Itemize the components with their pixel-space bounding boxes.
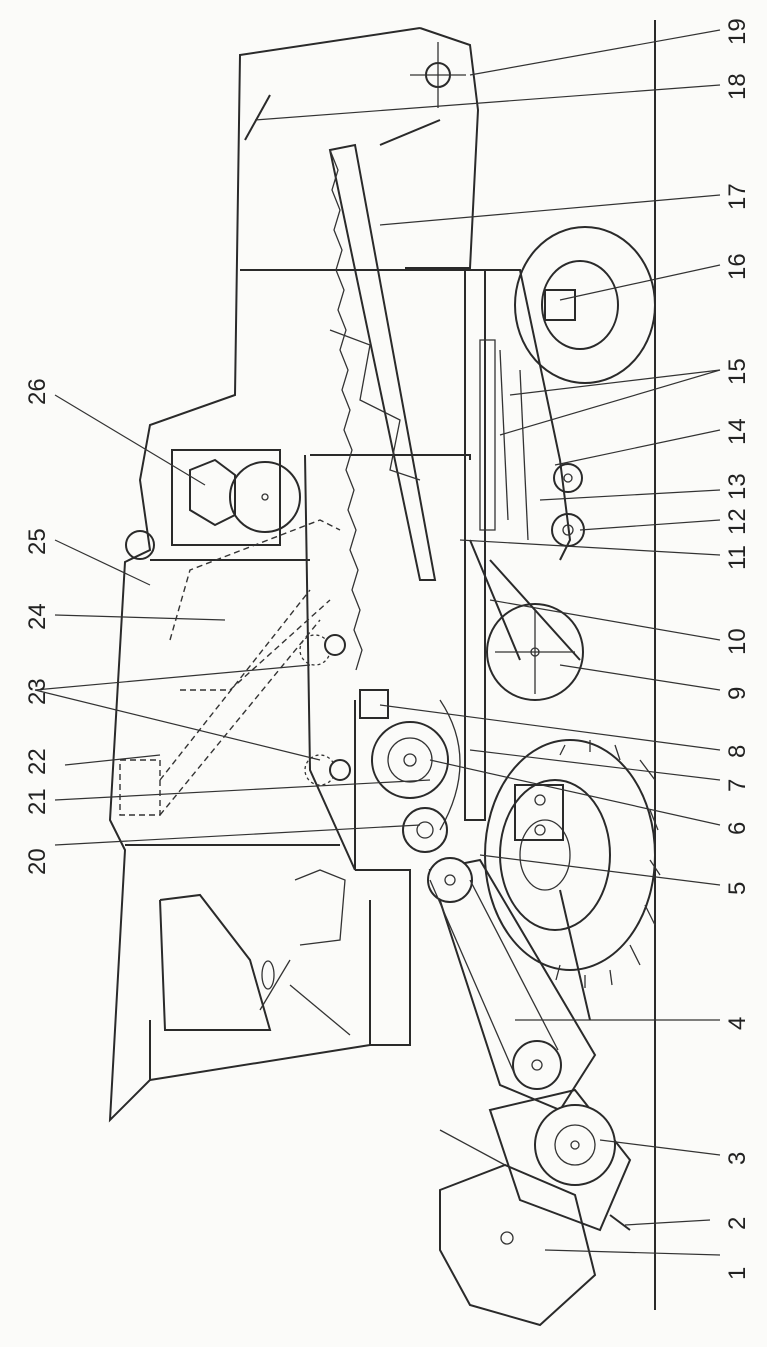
callout-26: 26	[24, 378, 51, 405]
callout-10: 10	[724, 628, 751, 655]
callout-9: 9	[724, 687, 751, 700]
straw-walker	[328, 143, 437, 671]
callout-labels: 1 2 3 4 5 6 7 8 9 10 11 12 13 14 15 16 1…	[24, 18, 751, 1280]
operator-cab	[159, 869, 351, 1036]
front-drive-wheel	[484, 739, 661, 988]
callout-8: 8	[724, 745, 751, 758]
machine-body	[108, 27, 480, 1123]
engine-fan	[125, 449, 301, 560]
roller-12-hub	[562, 524, 574, 536]
callout-25: 25	[24, 528, 51, 555]
callout-14: 14	[724, 418, 751, 445]
callout-20: 20	[24, 848, 51, 875]
callout-24: 24	[24, 603, 51, 630]
cutter-bar-2	[609, 1214, 631, 1231]
roller-14-hub	[563, 473, 573, 483]
callout-22: 22	[24, 748, 51, 775]
callout-23: 23	[24, 678, 51, 705]
callout-1: 1	[724, 1267, 751, 1280]
callout-3: 3	[724, 1152, 751, 1165]
part-8-box	[359, 689, 389, 719]
callout-19: 19	[724, 18, 751, 45]
grain-tank	[119, 519, 351, 816]
callout-2: 2	[724, 1217, 751, 1230]
callout-13: 13	[724, 473, 751, 500]
cleaning-fan	[486, 603, 584, 701]
roller-14	[553, 463, 583, 493]
header-auger	[488, 1088, 632, 1232]
cleaning-shoe	[464, 269, 581, 821]
callout-18: 18	[724, 73, 751, 100]
callout-17: 17	[724, 183, 751, 210]
leader-lines	[34, 29, 721, 1256]
callout-11: 11	[724, 545, 751, 570]
callout-16: 16	[724, 253, 751, 280]
callout-7: 7	[724, 779, 751, 792]
callout-5: 5	[724, 882, 751, 895]
straw-spreader	[244, 42, 466, 146]
beater	[402, 807, 448, 853]
callout-12: 12	[724, 508, 751, 535]
feeder-house	[427, 857, 597, 1112]
callout-21: 21	[24, 788, 51, 815]
callout-15: 15	[724, 358, 751, 385]
callout-4: 4	[724, 1017, 751, 1030]
rear-wheel	[514, 226, 656, 384]
callout-6: 6	[724, 822, 751, 835]
reel	[439, 1129, 597, 1327]
